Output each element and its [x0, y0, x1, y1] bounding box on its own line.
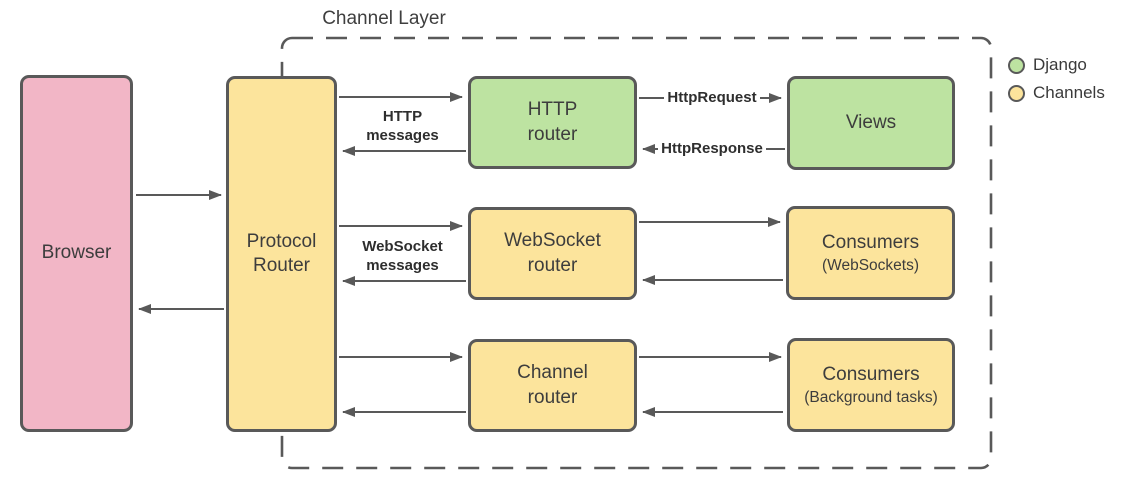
node-protocol-router-label: Protocol Router	[246, 230, 317, 276]
channels-legend-swatch-icon	[1008, 84, 1025, 102]
node-protocol-router: Protocol Router	[226, 76, 337, 432]
edge-label-httprequest: HttpRequest	[637, 89, 787, 107]
node-consumers-websockets: Consumers (WebSockets)	[786, 206, 955, 300]
node-browser-label: Browser	[41, 242, 112, 264]
node-websocket-router-label: WebSocket router	[504, 230, 601, 276]
node-consumers-background-label: Consumers	[822, 363, 920, 385]
edge-label-httpresponse: HttpResponse	[637, 140, 787, 158]
edge-label-websocket-messages: WebSocket messages	[362, 238, 443, 274]
node-consumers-websockets-sublabel: (WebSockets)	[821, 256, 920, 274]
node-browser: Browser	[20, 75, 133, 432]
node-channel-router-label: Channel router	[517, 362, 588, 408]
legend-item-channels-label: Channels	[1033, 83, 1105, 102]
node-http-router: HTTP router	[468, 76, 637, 169]
node-websocket-router: WebSocket router	[468, 207, 637, 300]
channel-layer-title: Channel Layer	[322, 8, 446, 29]
node-consumers-websockets-label: Consumers	[821, 231, 920, 253]
legend: Django Channels	[1008, 51, 1105, 107]
edge-label-httprequest-text: HttpRequest	[664, 89, 760, 107]
node-views: Views	[787, 76, 955, 170]
legend-item-channels: Channels	[1008, 79, 1105, 107]
node-http-router-label: HTTP router	[527, 99, 578, 145]
legend-item-django-label: Django	[1033, 55, 1087, 74]
node-consumers-background-sublabel: (Background tasks)	[804, 388, 938, 406]
node-consumers-background: Consumers (Background tasks)	[787, 338, 955, 432]
django-legend-swatch-icon	[1008, 56, 1025, 74]
node-channel-router: Channel router	[468, 339, 637, 432]
node-views-label: Views	[845, 111, 897, 133]
channel-layer-boundary	[280, 36, 993, 470]
legend-item-django: Django	[1008, 51, 1105, 79]
edge-label-httpresponse-text: HttpResponse	[658, 140, 766, 158]
edge-label-http-messages: HTTP messages	[366, 108, 439, 144]
